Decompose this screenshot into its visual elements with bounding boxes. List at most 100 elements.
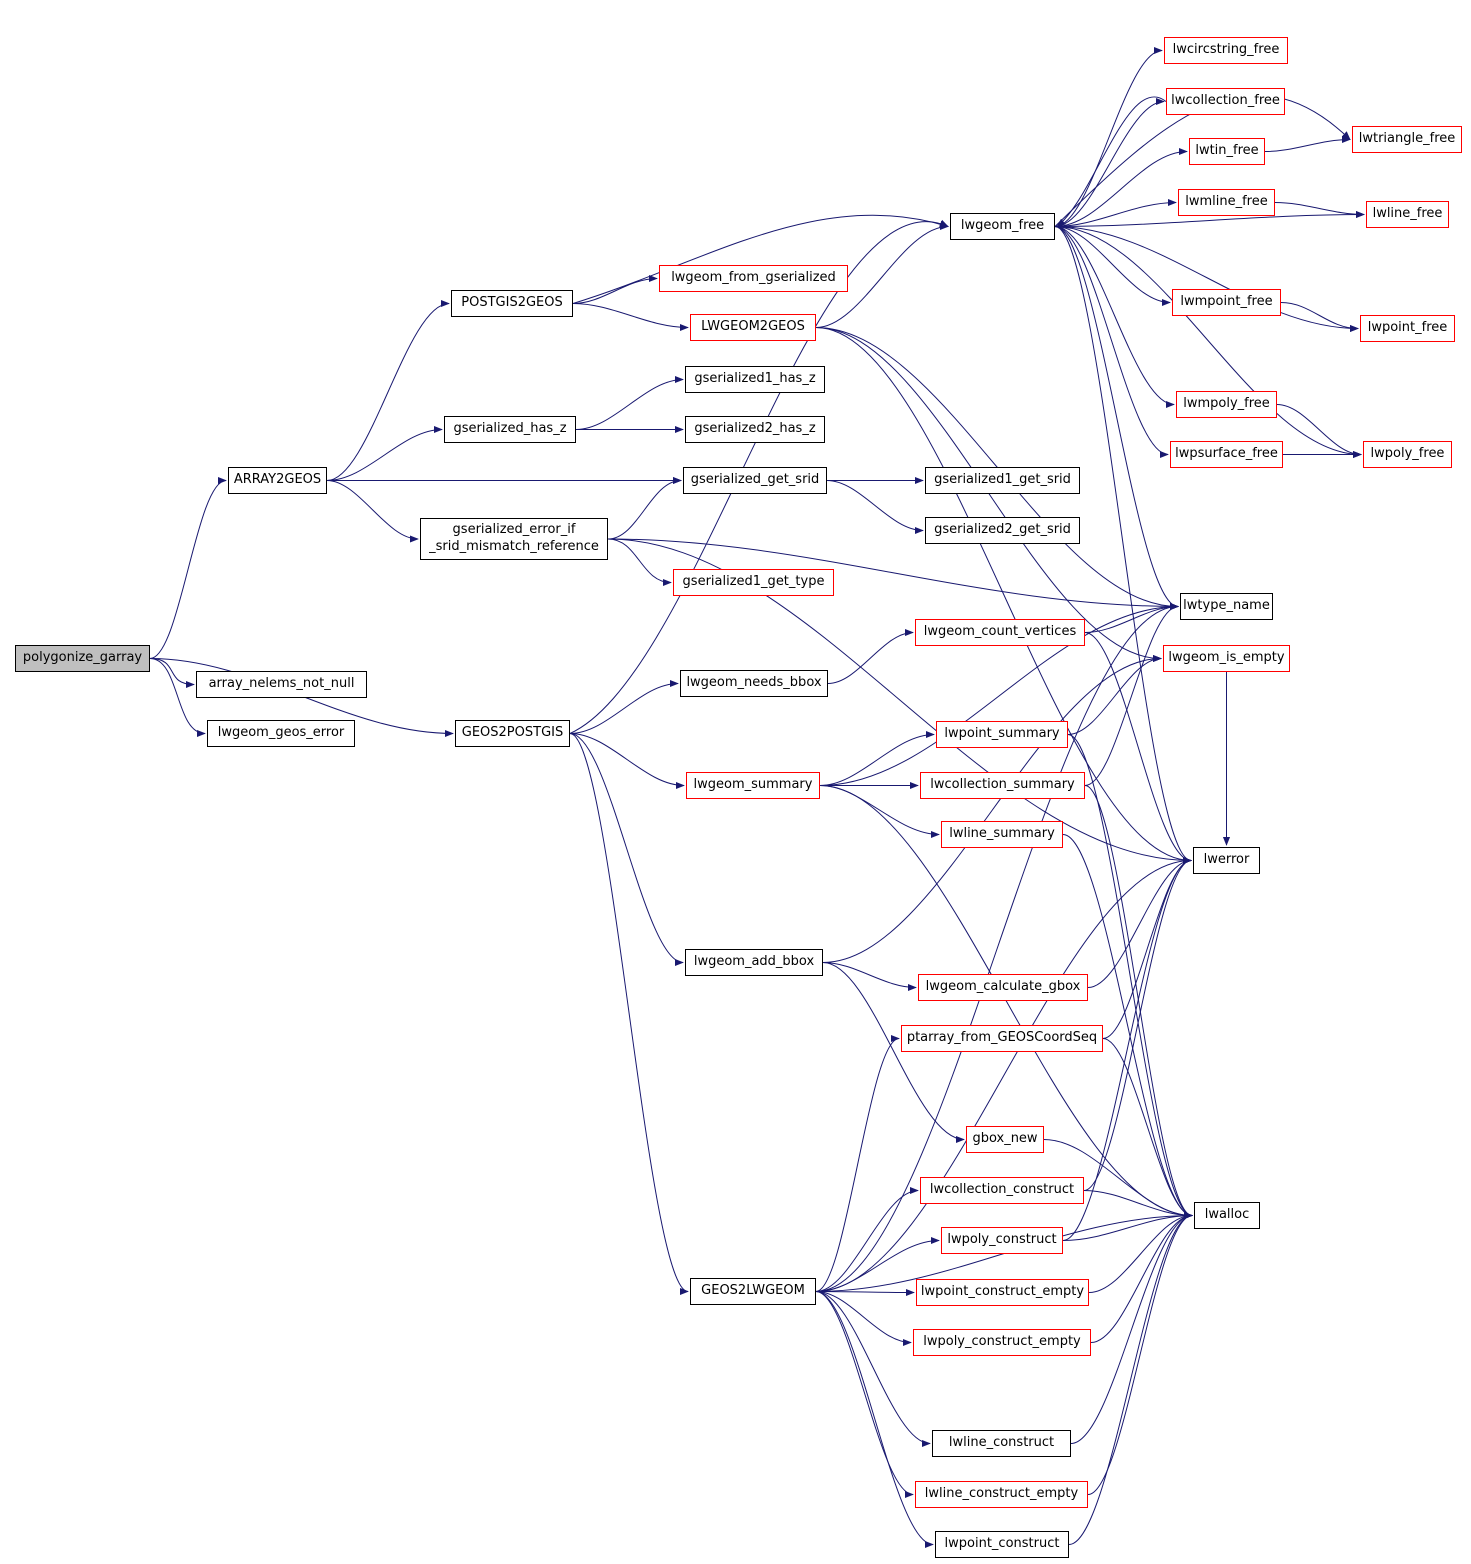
graph-node-lwpoint_free[interactable]: lwpoint_free [1360, 315, 1455, 342]
call-edge-lwgeom_free-to-lwcollection_free [1054, 97, 1165, 227]
call-edge-lwpoint_construct-to-lwalloc [1068, 1211, 1193, 1545]
call-edge-gserialized_error_if_srid_mismatch_reference-to-gserialized1_get_type [607, 538, 672, 587]
graph-node-lwerror[interactable]: lwerror [1193, 847, 1260, 874]
graph-node-ptarray_from_GEOSCoordSeq[interactable]: ptarray_from_GEOSCoordSeq [901, 1025, 1103, 1052]
call-edge-GEOS2LWGEOM-to-lwline_construct [815, 1291, 931, 1448]
graph-node-GEOS2POSTGIS[interactable]: GEOS2POSTGIS [455, 720, 570, 747]
call-edge-lwcollection_construct-to-lwerror [1083, 856, 1192, 1191]
call-edge-gserialized_error_if_srid_mismatch_reference-to-lwerror [607, 538, 1192, 865]
call-edge-GEOS2POSTGIS-to-lwgeom_summary [569, 733, 685, 790]
graph-node-lwgeom_from_gserialized[interactable]: lwgeom_from_gserialized [659, 265, 848, 292]
graph-node-lwcollection_summary[interactable]: lwcollection_summary [920, 772, 1085, 799]
graph-node-lwgeom_count_vertices[interactable]: lwgeom_count_vertices [915, 619, 1085, 646]
call-edge-GEOS2LWGEOM-to-lwline_construct_empty [815, 1291, 914, 1499]
call-edge-gserialized_has_z-to-gserialized1_has_z [575, 375, 684, 430]
graph-node-lwgeom_summary[interactable]: lwgeom_summary [686, 772, 820, 799]
call-edge-lwpoly_construct-to-lwalloc [1062, 1211, 1193, 1241]
graph-node-lwpsurface_free[interactable]: lwpsurface_free [1170, 441, 1283, 468]
call-edge-lwgeom_free-to-lwmpoly_free [1054, 226, 1175, 409]
graph-node-lwmpoint_free[interactable]: lwmpoint_free [1172, 289, 1281, 316]
graph-node-polygonize_garray[interactable]: polygonize_garray [15, 645, 150, 672]
call-edge-polygonize_garray-to-array_nelems_not_null [149, 658, 195, 689]
call-edge-lwgeom_summary-to-lwpoint_summary [819, 730, 935, 786]
call-edge-lwpoint_summary-to-lwgeom_is_empty [1067, 654, 1162, 735]
call-edge-lwgeom_calculate_gbox-to-lwerror [1087, 856, 1192, 988]
call-edge-lwgeom_add_bbox-to-lwgeom_calculate_gbox [822, 962, 917, 992]
call-edge-gserialized_get_srid-to-gserialized2_get_srid [826, 480, 924, 535]
call-edge-lwgeom_free-to-lwtin_free [1054, 147, 1188, 227]
call-edge-GEOS2LWGEOM-to-lwpoint_construct [815, 1291, 934, 1549]
graph-node-lwalloc[interactable]: lwalloc [1194, 1202, 1260, 1229]
graph-node-gserialized_error_if_srid_mismatch_reference[interactable]: gserialized_error_if _srid_mismatch_refe… [420, 518, 608, 560]
call-edge-lwcollection_summary-to-lwtype_name [1084, 602, 1179, 786]
graph-node-lwcollection_free[interactable]: lwcollection_free [1166, 88, 1285, 115]
graph-node-lwline_construct_empty[interactable]: lwline_construct_empty [915, 1481, 1088, 1508]
graph-node-lwpoly_construct_empty[interactable]: lwpoly_construct_empty [913, 1329, 1091, 1356]
graph-node-gserialized2_get_srid[interactable]: gserialized2_get_srid [925, 517, 1080, 544]
call-edge-lwpoly_construct_empty-to-lwalloc [1090, 1211, 1193, 1343]
graph-node-ARRAY2GEOS[interactable]: ARRAY2GEOS [228, 467, 327, 494]
call-edge-GEOS2LWGEOM-to-lwtype_name [815, 602, 1179, 1292]
call-edge-lwtin_free-to-lwtriangle_free [1264, 135, 1351, 152]
call-edge-polygonize_garray-to-lwgeom_geos_error [149, 658, 206, 738]
graph-node-lwpoint_construct_empty[interactable]: lwpoint_construct_empty [916, 1279, 1089, 1306]
call-edge-LWGEOM2GEOS-to-lwgeom_free [815, 222, 949, 328]
graph-node-lwpoint_construct[interactable]: lwpoint_construct [935, 1531, 1069, 1558]
call-edge-ARRAY2GEOS-to-gserialized_has_z [326, 425, 443, 481]
graph-node-lwgeom_is_empty[interactable]: lwgeom_is_empty [1163, 645, 1290, 672]
graph-node-lwline_free[interactable]: lwline_free [1366, 201, 1449, 228]
call-edge-gserialized_error_if_srid_mismatch_reference-to-lwtype_name [607, 538, 1179, 611]
graph-node-gserialized2_has_z[interactable]: gserialized2_has_z [685, 416, 825, 443]
graph-node-array_nelems_not_null[interactable]: array_nelems_not_null [196, 671, 367, 698]
call-edge-GEOS2POSTGIS-to-lwgeom_add_bbox [569, 733, 684, 967]
graph-node-lwmline_free[interactable]: lwmline_free [1178, 189, 1275, 216]
call-edge-lwgeom_free-to-lwline_free [1054, 210, 1365, 227]
graph-node-POSTGIS2GEOS[interactable]: POSTGIS2GEOS [451, 290, 573, 317]
graph-node-lwline_construct[interactable]: lwline_construct [932, 1430, 1071, 1457]
call-edge-lwgeom_summary-to-lwtype_name [819, 602, 1179, 786]
call-edge-GEOS2LWGEOM-to-lwpoly_construct_empty [815, 1291, 912, 1347]
call-edge-lwgeom_free-to-lwcircstring_free [1054, 46, 1163, 227]
call-edge-ptarray_from_GEOSCoordSeq-to-lwerror [1102, 856, 1192, 1039]
call-edge-lwgeom_free-to-lwpoint_free [1054, 226, 1359, 333]
call-edge-lwmpoly_free-to-lwpoly_free [1276, 404, 1362, 459]
graph-node-lwmpoly_free[interactable]: lwmpoly_free [1176, 391, 1277, 418]
graph-node-lwgeom_needs_bbox[interactable]: lwgeom_needs_bbox [680, 670, 828, 697]
graph-node-gserialized_get_srid[interactable]: gserialized_get_srid [683, 467, 827, 494]
graph-node-lwpoint_summary[interactable]: lwpoint_summary [936, 721, 1068, 748]
graph-node-lwgeom_geos_error[interactable]: lwgeom_geos_error [207, 720, 355, 747]
call-edge-lwgeom_free-to-lwerror [1054, 226, 1192, 864]
graph-node-gserialized1_get_type[interactable]: gserialized1_get_type [673, 569, 834, 596]
graph-node-lwpoly_free[interactable]: lwpoly_free [1363, 441, 1452, 468]
call-edge-lwcollection_construct-to-lwalloc [1083, 1190, 1193, 1220]
graph-node-GEOS2LWGEOM[interactable]: GEOS2LWGEOM [690, 1278, 816, 1305]
call-edge-lwpoint_construct_empty-to-lwalloc [1088, 1211, 1193, 1293]
call-edge-lwgeom_free-to-lwmline_free [1054, 198, 1177, 227]
graph-node-gserialized_has_z[interactable]: gserialized_has_z [444, 416, 576, 443]
call-edge-gbox_new-to-lwalloc [1043, 1139, 1193, 1220]
graph-node-lwpoly_construct[interactable]: lwpoly_construct [941, 1227, 1063, 1254]
graph-node-lwtype_name[interactable]: lwtype_name [1180, 593, 1273, 620]
call-edge-lwline_construct_empty-to-lwalloc [1087, 1211, 1193, 1495]
graph-node-lwgeom_free[interactable]: lwgeom_free [950, 213, 1055, 240]
graph-node-gserialized1_get_srid[interactable]: gserialized1_get_srid [925, 467, 1080, 494]
graph-node-LWGEOM2GEOS[interactable]: LWGEOM2GEOS [690, 314, 816, 341]
graph-node-lwgeom_calculate_gbox[interactable]: lwgeom_calculate_gbox [918, 974, 1088, 1001]
graph-node-lwtriangle_free[interactable]: lwtriangle_free [1352, 126, 1462, 153]
graph-node-gserialized1_has_z[interactable]: gserialized1_has_z [685, 366, 825, 393]
call-edge-POSTGIS2GEOS-to-LWGEOM2GEOS [572, 303, 689, 332]
call-edge-lwline_construct-to-lwalloc [1070, 1211, 1193, 1444]
graph-node-lwgeom_add_bbox[interactable]: lwgeom_add_bbox [685, 949, 823, 976]
graph-node-lwcircstring_free[interactable]: lwcircstring_free [1164, 37, 1288, 64]
graph-node-lwtin_free[interactable]: lwtin_free [1189, 138, 1265, 165]
graph-node-gbox_new[interactable]: gbox_new [966, 1126, 1044, 1153]
graph-node-lwline_summary[interactable]: lwline_summary [941, 821, 1063, 848]
call-edge-GEOS2LWGEOM-to-ptarray_from_GEOSCoordSeq [815, 1034, 900, 1292]
call-edge-POSTGIS2GEOS-to-lwgeom_free [572, 214, 949, 304]
call-edge-ARRAY2GEOS-to-gserialized_error_if_srid_mismatch_reference [326, 480, 419, 543]
call-edge-GEOS2POSTGIS-to-lwgeom_needs_bbox [569, 679, 679, 734]
call-edge-lwmline_free-to-lwline_free [1274, 202, 1365, 219]
call-edge-lwgeom_add_bbox-to-gbox_new [822, 962, 965, 1144]
graph-node-lwcollection_construct[interactable]: lwcollection_construct [920, 1177, 1084, 1204]
call-edge-GEOS2LWGEOM-to-lwerror [815, 856, 1192, 1292]
